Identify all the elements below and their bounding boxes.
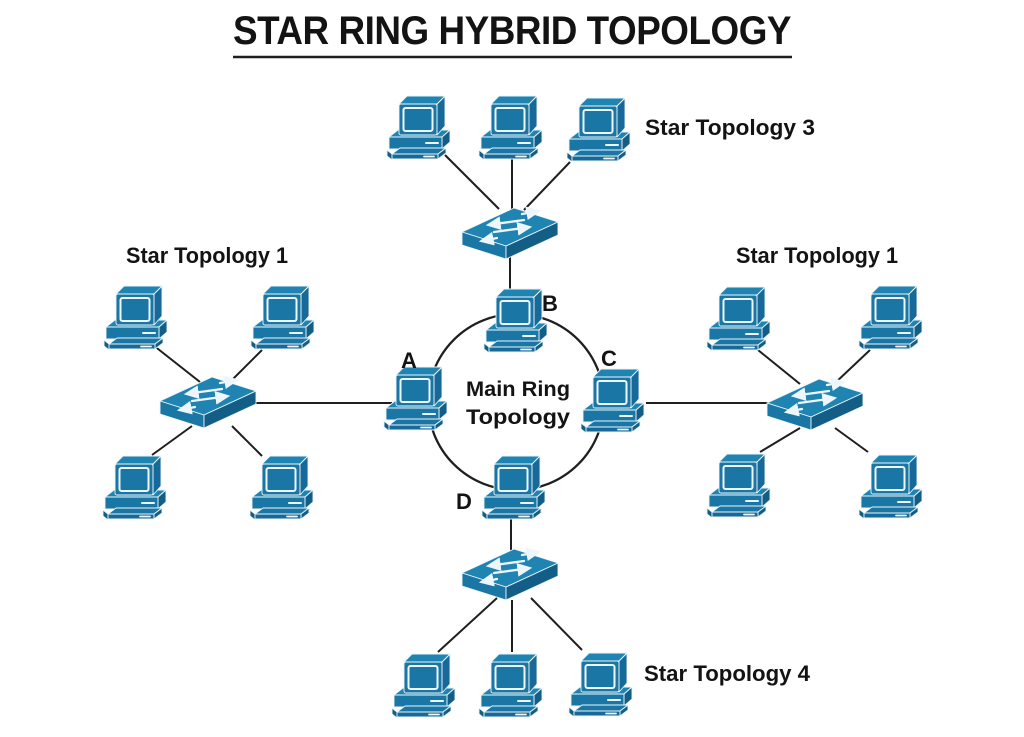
computer-icon: [580, 368, 645, 434]
computer-icon: [858, 285, 923, 351]
switch-icon: [462, 549, 558, 600]
computer-icon: [249, 455, 314, 521]
link-star1R-pc3: [759, 427, 801, 453]
link-star3-pc1: [444, 154, 500, 210]
ring-center-label-line1: Main Ring: [466, 377, 570, 401]
computer-icon: [483, 288, 548, 354]
link-star1R-pc4: [834, 427, 869, 453]
ring-node-label-d: D: [456, 489, 472, 514]
computer-icon: [102, 455, 167, 521]
computer-icon: [568, 652, 633, 718]
star-label-left: Star Topology 1: [126, 243, 288, 268]
ring-node-label-c: C: [601, 346, 617, 371]
computer-icon: [386, 95, 451, 161]
computer-icon: [391, 653, 456, 719]
link-star1R-pc2: [833, 349, 871, 385]
star-top-group: Star Topology 3: [386, 95, 815, 259]
star-right-group: Star Topology 1: [706, 243, 923, 520]
star-left-group: Star Topology 1: [102, 243, 315, 521]
link-star4-pc1: [437, 597, 498, 653]
link-star3-pc3: [523, 161, 571, 211]
link-star4-pc3: [530, 597, 583, 651]
computer-icon: [478, 95, 543, 161]
star-bottom-group: Star Topology 4: [391, 549, 811, 719]
switch-icon: [462, 208, 558, 259]
link-star1L-pc3: [151, 425, 193, 456]
ring-group: A B C D Main Ring Topology: [383, 288, 645, 521]
connection-lines: [151, 154, 871, 653]
page-title: STAR RING HYBRID TOPOLOGY: [233, 9, 792, 53]
computer-icon: [478, 653, 543, 719]
ring-node-label-b: B: [542, 291, 558, 316]
computer-icon: [103, 285, 168, 351]
star-label-top: Star Topology 3: [645, 115, 815, 140]
computer-icon: [481, 455, 546, 521]
computer-icon: [706, 286, 771, 352]
link-star1L-pc1: [152, 344, 201, 383]
switch-icon: [767, 379, 863, 430]
ring-center-label-line2: Topology: [466, 405, 570, 429]
star-label-bottom: Star Topology 4: [644, 661, 811, 686]
link-star1R-pc1: [757, 349, 801, 385]
computer-icon: [383, 366, 448, 432]
link-star1L-pc2: [229, 349, 263, 383]
computer-icon: [858, 454, 923, 520]
ring-node-label-a: A: [401, 348, 417, 373]
link-star1L-pc4: [231, 425, 263, 457]
computer-icon: [706, 453, 771, 519]
computer-icon: [566, 97, 631, 163]
star-label-right: Star Topology 1: [736, 243, 898, 268]
switch-icon: [160, 377, 256, 428]
computer-icon: [250, 285, 315, 351]
